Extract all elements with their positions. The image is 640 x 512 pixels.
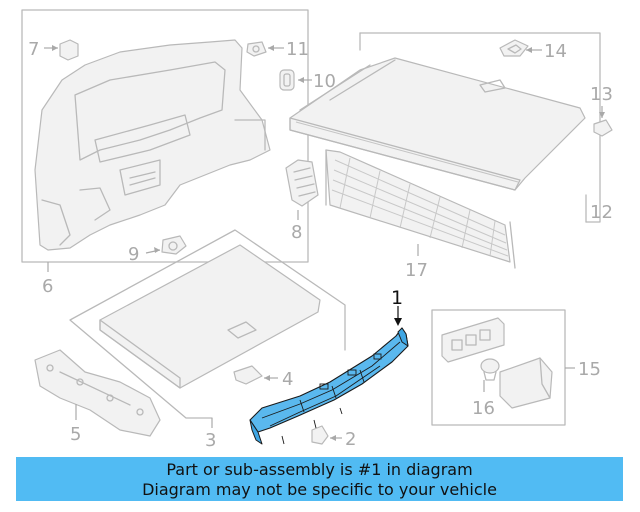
callout-17: 17	[405, 260, 428, 281]
callout-16: 16	[472, 398, 495, 419]
callout-14: 14	[544, 41, 567, 62]
part-15-lamp-housing	[441, 317, 553, 409]
part-4-hook	[233, 365, 278, 385]
part-17-cargo-net	[325, 149, 516, 269]
banner-line-2: Diagram may not be specific to your vehi…	[142, 480, 497, 499]
part-3-floor-board	[99, 244, 321, 389]
group-15-bracket	[431, 309, 575, 426]
info-banner: Part or sub-assembly is #1 in diagram Di…	[16, 457, 623, 501]
callout-2: 2	[345, 429, 356, 450]
banner-line-1: Part or sub-assembly is #1 in diagram	[166, 460, 473, 479]
callout-15: 15	[578, 359, 601, 380]
part-10-cover	[279, 69, 312, 91]
part-13-clip	[593, 106, 613, 137]
part-11-clip	[246, 41, 284, 57]
part-9-fastener	[145, 235, 187, 255]
part-1-sill-trim-highlighted	[249, 306, 409, 445]
part-2-clip	[311, 425, 342, 445]
part-12-tonneau-cover	[289, 57, 586, 191]
callout-8: 8	[291, 222, 302, 243]
callout-13: 13	[590, 84, 613, 105]
part-7-clip	[44, 39, 79, 61]
callout-3: 3	[205, 430, 216, 451]
parts-diagram: 1 2 3 4 5 6 7 8 9 10 11 12 13 14 15 16 1…	[21, 9, 613, 451]
callout-9: 9	[128, 244, 139, 265]
part-5-bracket	[34, 349, 161, 437]
part-8-grille	[285, 159, 319, 220]
callout-1: 1	[391, 287, 403, 309]
callout-7: 7	[28, 39, 39, 60]
callout-11: 11	[286, 39, 309, 60]
callout-4: 4	[282, 369, 293, 390]
callout-12: 12	[590, 202, 613, 223]
group-6-bracket	[21, 9, 309, 272]
callout-10: 10	[313, 71, 336, 92]
part-14-trim-piece	[499, 39, 542, 57]
callout-6: 6	[42, 276, 53, 297]
part-16-bulb	[480, 358, 500, 392]
group-3-bracket	[69, 229, 346, 428]
callout-5: 5	[70, 424, 81, 445]
part-6-quarter-trim-panel	[34, 39, 271, 251]
